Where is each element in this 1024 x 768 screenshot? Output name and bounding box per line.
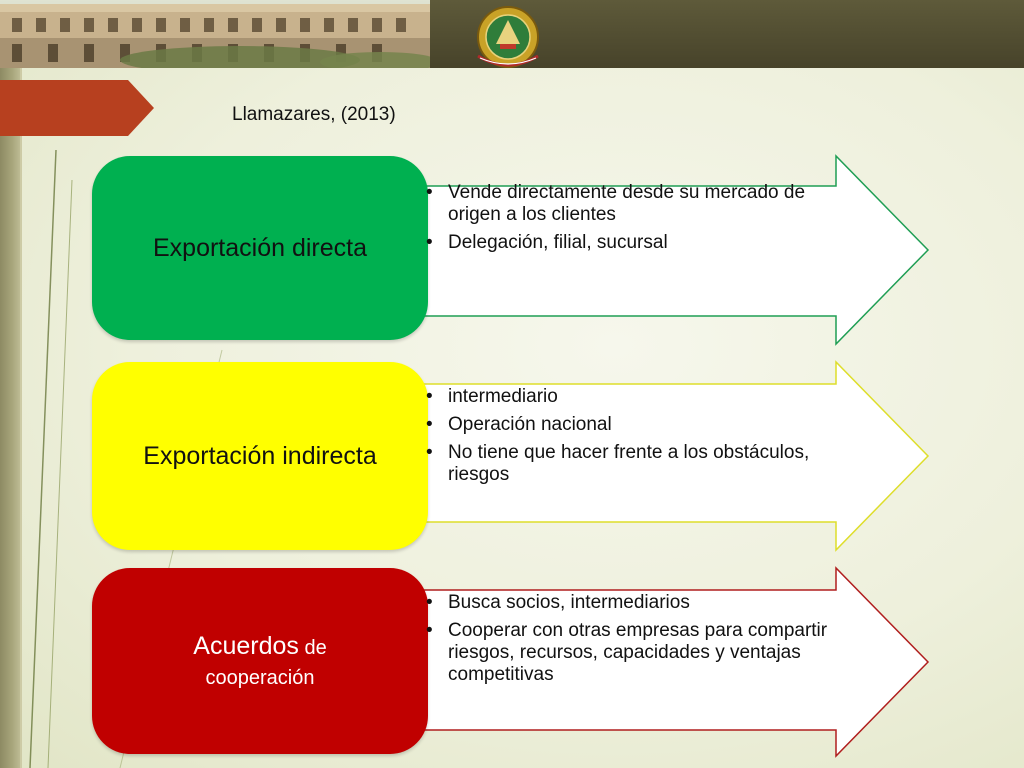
university-seal-icon <box>477 6 539 68</box>
category-title: Acuerdos de cooperación <box>193 631 326 691</box>
category-title: Exportación directa <box>152 234 367 262</box>
bullet-item: Busca socios, intermediarios <box>420 592 860 614</box>
bullet-item: No tiene que hacer frente a los obstácul… <box>420 442 860 486</box>
category-title: Exportación indirecta <box>143 442 377 470</box>
bullet-list: Busca socios, intermediarios Cooperar co… <box>420 592 860 692</box>
bullet-item: Cooperar con otras empresas para compart… <box>420 620 860 686</box>
row-exportacion-directa: Exportación directa Vende directamente d… <box>0 150 1024 350</box>
row-acuerdos-cooperacion: Acuerdos de cooperación Busca socios, in… <box>0 562 1024 768</box>
red-tab-marker <box>0 80 154 136</box>
category-box: Acuerdos de cooperación <box>92 568 428 754</box>
bullet-item: Vende directamente desde su mercado de o… <box>420 182 860 226</box>
bullet-item: Delegación, filial, sucursal <box>420 232 860 254</box>
bullet-item: intermediario <box>420 386 860 408</box>
campus-building-image <box>0 4 440 68</box>
header-banner <box>0 0 1024 68</box>
category-box: Exportación indirecta <box>92 362 428 550</box>
bullet-list: Vende directamente desde su mercado de o… <box>420 182 860 260</box>
category-box: Exportación directa <box>92 156 428 340</box>
category-title-line2: cooperación <box>205 667 315 689</box>
left-side-divider <box>20 68 22 768</box>
bullet-item: Operación nacional <box>420 414 860 436</box>
left-side-strip <box>0 68 20 768</box>
bullet-list: intermediario Operación nacional No tien… <box>420 386 860 492</box>
category-title-rest: de <box>298 637 327 659</box>
row-exportacion-indirecta: Exportación indirecta intermediario Oper… <box>0 356 1024 556</box>
citation-text: Llamazares, (2013) <box>232 104 396 125</box>
category-title-main: Acuerdos <box>193 632 299 660</box>
